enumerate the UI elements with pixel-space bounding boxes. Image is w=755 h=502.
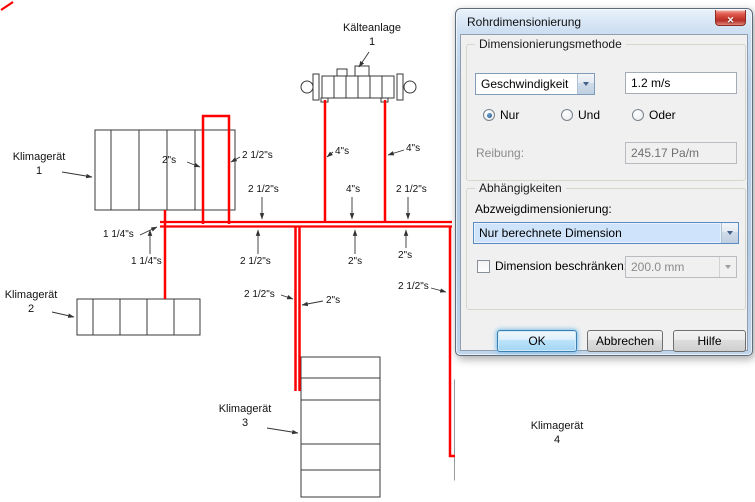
cancel-button[interactable]: Abbrechen: [587, 330, 663, 352]
group-title: Dimensionierungsmethode: [475, 37, 626, 51]
equipment-name: Kälteanlage: [342, 22, 402, 34]
ok-button[interactable]: OK: [497, 330, 577, 352]
equipment-number: 3: [241, 417, 249, 429]
pipe-size-label: 2 1/2"s: [242, 150, 273, 161]
close-icon: ✕: [726, 15, 735, 25]
radio-icon: [561, 109, 573, 121]
pipe-network: [0, 1, 455, 458]
friction-input: [625, 142, 737, 164]
equipment-name: Klimagerät: [4, 289, 58, 301]
method-select[interactable]: Geschwindigkeit: [475, 73, 595, 95]
restrict-dimension-value: 200.0 mm: [631, 260, 685, 274]
dialog-rohrdimensionierung: Rohrdimensionierung ✕ Dimensionierungsme…: [455, 8, 753, 356]
group-title: Abhängigkeiten: [475, 181, 566, 195]
equipment-number: 4: [553, 434, 561, 446]
radio-icon: [632, 109, 644, 121]
restrict-dimension-select: 200.0 mm: [625, 256, 737, 278]
equipment-label-klimageraet-3: Klimagerät 3: [214, 402, 276, 430]
equipment-label-kaelteanlage: Kälteanlage 1: [330, 21, 414, 49]
radio-label: Oder: [649, 108, 676, 122]
klimageraet-1-shape: [94, 129, 236, 211]
pipe-size-label: 2 1/2"s: [248, 184, 279, 195]
klimageraet-4-drop: [448, 227, 455, 458]
velocity-input[interactable]: [625, 72, 737, 94]
leader-lines: [51, 51, 447, 435]
friction-label: Reibung:: [476, 146, 525, 160]
group-abhaengigkeiten: Abhängigkeiten Abzweigdimensionierung: N…: [466, 181, 746, 310]
radio-und[interactable]: Und: [561, 108, 600, 122]
pipe-size-label: 2 1/2"s: [396, 184, 427, 195]
dialog-titlebar[interactable]: Rohrdimensionierung ✕: [456, 9, 752, 34]
pipe-size-label: 4"s: [346, 184, 361, 195]
equipment-number: 1: [35, 165, 43, 177]
pipe-size-label: 4"s: [335, 146, 350, 157]
pipe-size-label: 2"s: [348, 256, 363, 267]
radio-oder[interactable]: Oder: [632, 108, 676, 122]
method-select-value: Geschwindigkeit: [481, 77, 569, 91]
pipe-size-label: 2"s: [326, 295, 341, 306]
checkbox-icon: [477, 259, 490, 273]
pipe-size-label: 2"s: [162, 155, 177, 166]
pipe-size-label: 1 1/4"s: [131, 256, 162, 267]
equipment-number: 1: [368, 36, 376, 48]
checkbox-label: Dimension beschränken:: [495, 259, 628, 273]
equipment-name: Klimagerät: [530, 420, 584, 432]
close-button[interactable]: ✕: [715, 10, 746, 26]
radio-selected-icon: [483, 109, 495, 121]
equipment-label-klimageraet-2: Klimagerät 2: [0, 288, 62, 316]
equipment-name: Klimagerät: [12, 151, 66, 163]
group-dimensionierungsmethode: Dimensionierungsmethode Geschwindigkeit …: [466, 37, 746, 181]
pipe-size-label: 4"s: [406, 143, 421, 154]
piping-diagram-canvas[interactable]: [0, 0, 455, 502]
chevron-down-icon[interactable]: [577, 74, 594, 94]
corner-marker: [0, 1, 14, 11]
radio-nur[interactable]: Nur: [483, 108, 519, 122]
equipment-shapes: [76, 65, 455, 498]
pipe-size-label: 2"s: [398, 250, 413, 261]
equipment-name: Klimagerät: [218, 403, 272, 415]
branch-sizing-label: Abzweigdimensionierung:: [475, 202, 612, 216]
pipe-size-label: 1 1/4"s: [103, 229, 134, 240]
equipment-number: 2: [27, 303, 35, 315]
chevron-down-icon[interactable]: [721, 223, 738, 243]
kaelteanlage-shape: [300, 65, 417, 103]
equipment-label-klimageraet-4: Klimagerät 4: [526, 419, 588, 447]
radio-label: Und: [578, 108, 601, 122]
equipment-label-klimageraet-1: Klimagerät 1: [8, 150, 70, 178]
klimageraet-1-riser-loop: [201, 114, 231, 224]
radio-label: Nur: [500, 108, 520, 122]
branch-sizing-value: Nur berechnete Dimension: [475, 224, 720, 242]
pipe-size-label: 2 1/2"s: [240, 256, 271, 267]
klimageraet-2-shape: [76, 298, 201, 336]
help-button[interactable]: Hilfe: [673, 330, 746, 352]
pipe-size-label: 2 1/2"s: [398, 281, 429, 292]
dialog-body: Dimensionierungsmethode Geschwindigkeit …: [460, 34, 748, 352]
dialog-title: Rohrdimensionierung: [467, 15, 582, 29]
klimageraet-3-shape: [300, 356, 381, 498]
chevron-down-icon: [719, 257, 736, 277]
branch-sizing-select[interactable]: Nur berechnete Dimension: [473, 222, 739, 244]
restrict-dimension-checkbox[interactable]: Dimension beschränken:: [477, 259, 627, 273]
pipe-size-label: 2 1/2"s: [244, 289, 275, 300]
